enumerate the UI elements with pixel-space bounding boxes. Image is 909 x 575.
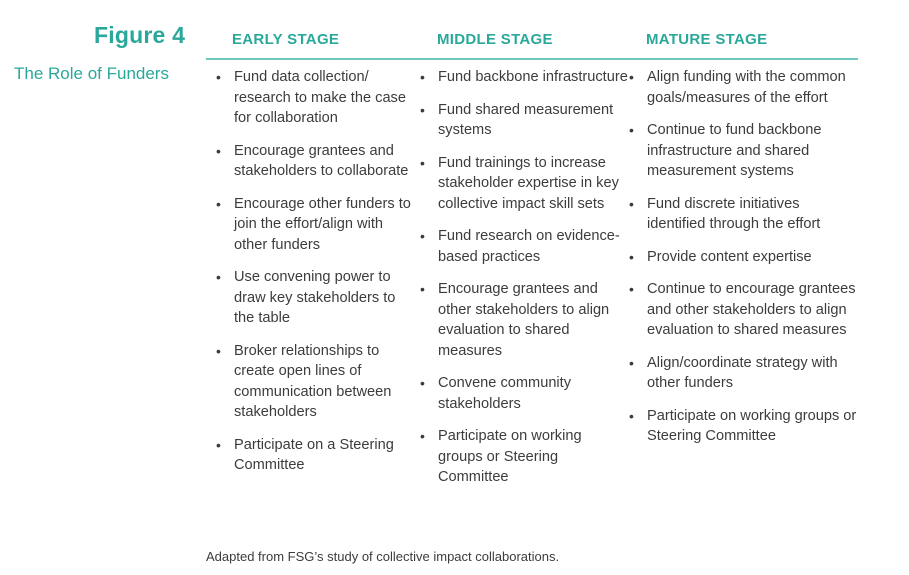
- list-item: •Provide content expertise: [627, 247, 857, 268]
- figure-label: Figure 4: [94, 22, 186, 48]
- list-item: •Participate on working groups or Steeri…: [420, 428, 582, 485]
- bullet-icon: •: [420, 154, 425, 171]
- list-item: •Continue to encourage grantees and othe…: [629, 281, 856, 338]
- list-item: •Fund backbone infrastructure: [418, 67, 628, 88]
- bullet-icon: •: [629, 354, 634, 371]
- bullet-icon: •: [420, 375, 425, 391]
- bullet-icon: •: [420, 281, 425, 297]
- bullet-icon: •: [629, 281, 634, 297]
- list-item: •Fund discrete initiatives identified th…: [629, 195, 821, 233]
- bullet-icon: •: [216, 342, 221, 359]
- bullet-icon: •: [629, 122, 634, 138]
- list-item: •Fund research on evidence-based practic…: [420, 228, 620, 265]
- list-item: •Participate on a Steering Committee: [216, 436, 394, 474]
- list-item: •Fund data collection/ research to make …: [216, 69, 406, 126]
- early-stage-list: •Fund data collection/ research to make …: [214, 67, 419, 488]
- header-early-stage: EARLY STAGE: [232, 31, 340, 48]
- source-footnote: Adapted from FSG’s study of collective i…: [206, 549, 560, 564]
- list-item: •Fund shared measurement systems: [420, 101, 614, 139]
- list-item: •Use convening power to draw key stakeho…: [216, 269, 396, 326]
- list-item: •Broker relationships to create open lin…: [216, 342, 392, 421]
- list-item: •Encourage grantees and stakeholders to …: [216, 142, 409, 180]
- bullet-icon: •: [216, 436, 221, 453]
- bullet-icon: •: [420, 428, 425, 444]
- list-item: •Align/coordinate strategy with other fu…: [629, 354, 838, 392]
- bullet-icon: •: [420, 69, 425, 85]
- list-item: •Convene community stakeholders: [420, 375, 572, 412]
- list-item: •Encourage other funders to join the eff…: [216, 195, 411, 253]
- header-mature-stage: MATURE STAGE: [646, 31, 768, 48]
- bullet-icon: •: [629, 248, 634, 265]
- bullet-icon: •: [420, 101, 425, 118]
- list-item: •Participate on working groups or Steeri…: [629, 407, 857, 445]
- header-middle-stage: MIDDLE STAGE: [437, 31, 553, 48]
- list-item: •Encourage grantees and other stakeholde…: [420, 281, 610, 359]
- list-item: •Fund trainings to increase stakeholder …: [420, 154, 619, 212]
- bullet-icon: •: [216, 269, 221, 285]
- bullet-icon: •: [216, 142, 221, 159]
- bullet-icon: •: [420, 228, 425, 244]
- bullet-icon: •: [629, 195, 634, 212]
- bullet-icon: •: [629, 407, 634, 424]
- list-item: •Continue to fund backbone infrastructur…: [629, 122, 822, 179]
- figure-subtitle: The Role of Funders: [14, 64, 169, 83]
- bullet-icon: •: [216, 69, 221, 85]
- bullet-icon: •: [216, 195, 221, 212]
- middle-stage-list: •Fund backbone infrastructure •Fund shar…: [418, 67, 628, 500]
- list-item: •Align funding with the common goals/mea…: [629, 69, 846, 106]
- header-divider: [206, 58, 858, 60]
- mature-stage-list: •Align funding with the common goals/mea…: [627, 67, 857, 459]
- bullet-icon: •: [629, 69, 634, 85]
